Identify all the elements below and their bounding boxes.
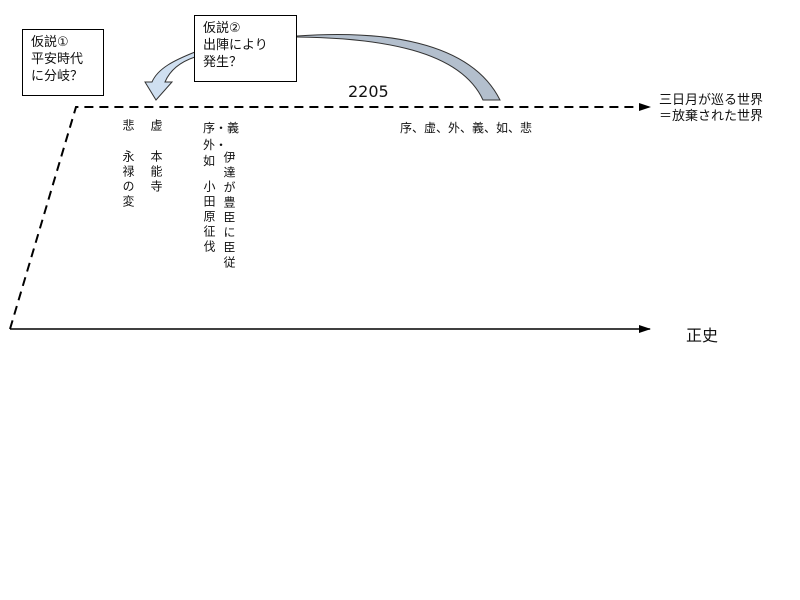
event-honnoji: 本能寺 bbox=[149, 150, 163, 195]
event-head-kyo: 虚 bbox=[149, 119, 163, 134]
hypothesis-2-box: 仮説② 出陣により 発生？ bbox=[194, 15, 297, 82]
event-eiroku: 永禄の変 bbox=[121, 150, 135, 210]
event-odawara: 小田原征伐 bbox=[202, 180, 216, 255]
event-date-toyotomi: 伊達が豊臣に臣従 bbox=[222, 151, 236, 271]
event-members-row3: 如 bbox=[203, 154, 216, 168]
event-members-row1: 序・義 bbox=[203, 121, 240, 135]
branch-world-label: 三日月が巡る世界 ＝放棄された世界 bbox=[659, 93, 764, 124]
event-members-row2: 外・ bbox=[203, 138, 228, 152]
hypothesis-1-box: 仮説① 平安時代 に分岐？ bbox=[22, 29, 104, 96]
main-history-label: 正史 bbox=[686, 326, 719, 345]
branch-timeline-line bbox=[9, 103, 651, 330]
event-head-hi: 悲 bbox=[121, 119, 135, 134]
curved-arrow-right bbox=[296, 34, 501, 101]
year-label: 2205 bbox=[348, 82, 389, 101]
branch-members-label: 序、虚、外、義、如、悲 bbox=[400, 121, 533, 135]
curved-arrow-left bbox=[144, 51, 196, 101]
